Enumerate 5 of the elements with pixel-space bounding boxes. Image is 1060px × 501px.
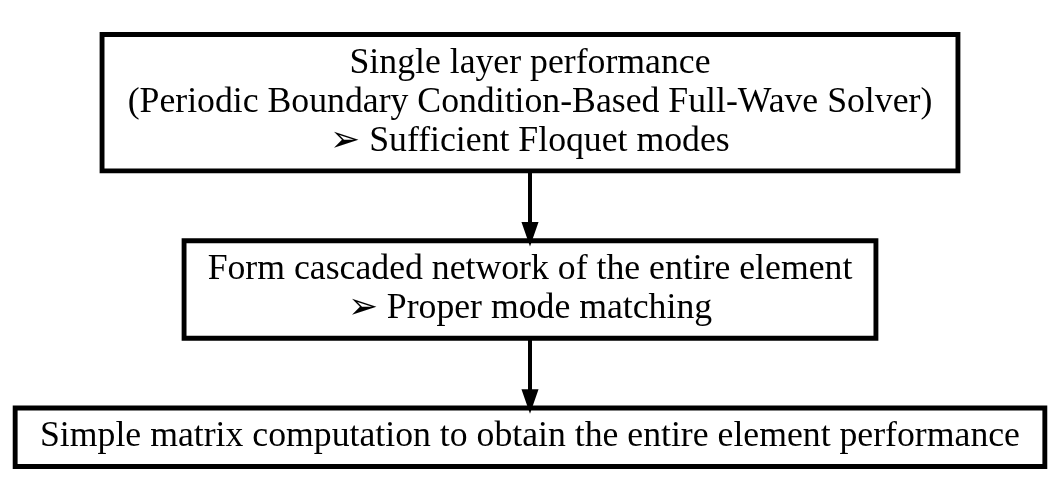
node-box: Simple matrix computation to obtain the entire element performance bbox=[12, 405, 1048, 469]
node-box: Form cascaded network of the entire element ➢ Proper mode matching bbox=[181, 238, 879, 341]
arrow bbox=[521, 338, 539, 414]
node-box: Single layer performance (Periodic Boundary Condition-Based Full-Wave Solver) ➢ Sufficient Floquet modes bbox=[99, 32, 961, 174]
arrow bbox=[521, 171, 539, 247]
